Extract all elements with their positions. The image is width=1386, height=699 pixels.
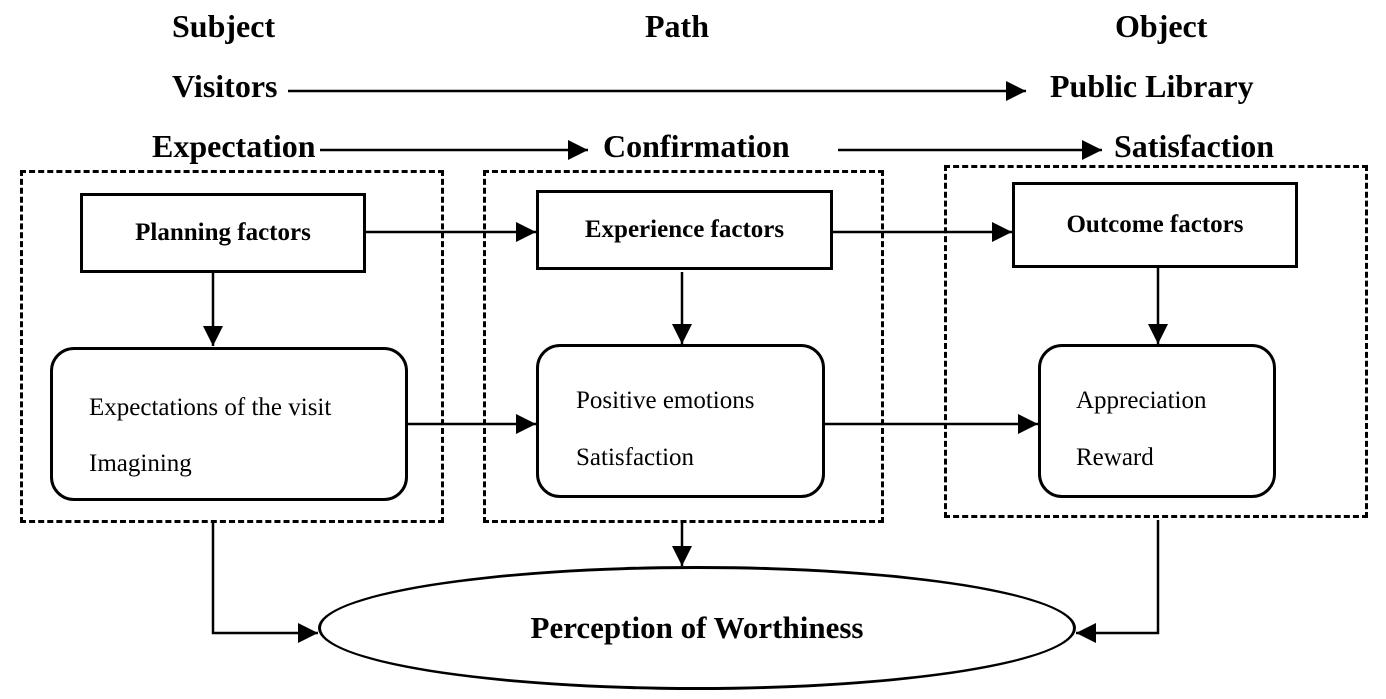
object-label: Object	[1115, 8, 1208, 44]
emotions-detail-box: Positive emotions Satisfaction	[536, 344, 825, 498]
arrow-right-to-worthiness	[1076, 520, 1160, 643]
public-library-label: Public Library	[1050, 68, 1254, 104]
arrow-left-to-worthiness	[211, 522, 318, 643]
appreciation-detail-box: Appreciation Reward	[1038, 344, 1276, 498]
perception-of-worthiness-ellipse: Perception of Worthiness	[318, 566, 1076, 690]
detail-line: Satisfaction	[576, 444, 695, 471]
outcome-factors-box: Outcome factors	[1012, 182, 1298, 268]
confirmation-group	[483, 170, 884, 523]
planning-factors-box: Planning factors	[80, 193, 366, 273]
detail-line: Positive emotions	[576, 387, 755, 414]
detail-line: Imagining	[89, 450, 192, 477]
detail-line: Reward	[1076, 444, 1154, 471]
experience-factors-box: Experience factors	[536, 190, 833, 270]
expectations-detail-box: Expectations of the visit Imagining	[50, 347, 408, 501]
satisfaction-group	[944, 165, 1368, 518]
detail-line: Appreciation	[1076, 387, 1207, 414]
path-label: Path	[645, 8, 709, 44]
visitors-label: Visitors	[172, 68, 278, 104]
expectation-group	[20, 170, 444, 523]
subject-label: Subject	[172, 8, 276, 44]
confirmation-label: Confirmation	[603, 128, 790, 164]
satisfaction-label: Satisfaction	[1114, 128, 1274, 164]
detail-line: Expectations of the visit	[89, 394, 332, 421]
expectation-label: Expectation	[152, 128, 316, 164]
